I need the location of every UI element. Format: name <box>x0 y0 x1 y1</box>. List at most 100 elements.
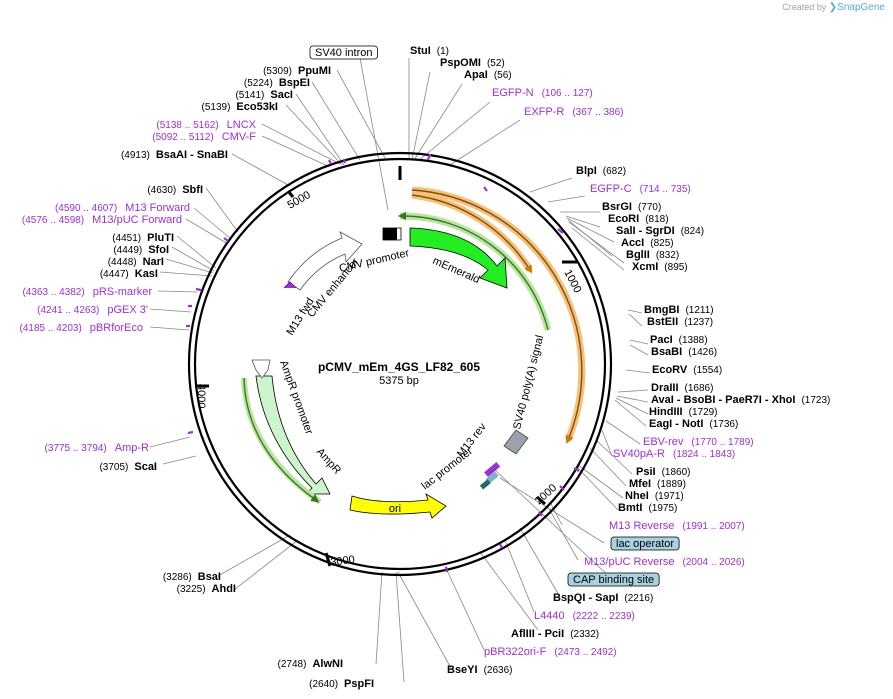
site-sbfi-pos: (4630) <box>147 185 176 196</box>
site-acci-pos: (825) <box>650 238 673 249</box>
site-nhei-pos: (1971) <box>655 491 684 502</box>
lac-promoter-label: lac promoter <box>419 445 475 492</box>
site-mfei: MfeI <box>629 478 651 490</box>
site-sbfi: SbfI <box>182 184 203 196</box>
plasmid-name: pCMV_mEm_4GS_LF82_605 <box>318 360 480 374</box>
site-saci-pos: (5141) <box>235 90 264 101</box>
site-egfp-c-pos: (714 .. 735) <box>640 184 691 195</box>
ori-label: ori <box>389 503 401 515</box>
site-pluti-pos: (4451) <box>112 233 141 244</box>
site-ecori: EcoRI <box>608 213 639 225</box>
site-lncx: LNCX <box>227 119 257 131</box>
site-bspqi-sapi-pos: (2216) <box>624 593 653 604</box>
site-hindiii: HindIII <box>649 406 683 418</box>
credit-brand: SnapGene <box>837 2 885 13</box>
site-egfp-c: EGFP-C <box>590 183 632 195</box>
site-bsaai-snabi: BsaAI - SnaBI <box>156 149 228 161</box>
site-bmti: BmtI <box>618 502 642 514</box>
site-bsaai-snabi-pos: (4913) <box>121 150 150 161</box>
site-nari: NarI <box>143 256 164 268</box>
site-alwni-pos: (2748) <box>278 659 307 670</box>
mEmerald-arrow[interactable] <box>409 227 508 289</box>
site-amp-r-pos: (3775 .. 3794) <box>45 443 107 454</box>
site-draiii: DraIII <box>651 382 679 394</box>
snapgene-logo-icon: ❯ <box>828 2 838 13</box>
site-l4440: L4440 <box>534 610 565 622</box>
site-apai-pos: (56) <box>494 70 512 81</box>
site-cmv-f: CMV-F <box>222 131 257 143</box>
site-bspei: BspEI <box>279 77 310 89</box>
m13-fwd-arrow <box>283 281 297 289</box>
site-bsrgi: BsrGI <box>602 201 632 213</box>
site-pgex-3-pos: (4241 .. 4263) <box>37 305 99 316</box>
site-bsai-pos: (3286) <box>163 572 192 583</box>
site-pbrforeco: pBRforEco <box>90 322 143 334</box>
site-ecorv-pos: (1554) <box>693 365 722 376</box>
site-bsteii-pos: (1237) <box>684 317 713 328</box>
site-bseyi-pos: (2636) <box>484 665 513 676</box>
site-bglii: BglII <box>626 249 650 261</box>
site-sv40pa-r-pos: (1824 .. 1843) <box>673 449 735 460</box>
site-ppumi-pos: (5309) <box>263 66 292 77</box>
tick-2000: 2000 <box>533 482 559 507</box>
site-stui: StuI <box>410 45 431 57</box>
site-pluti: PluTI <box>147 232 174 244</box>
site-afliii-pcii: AflIII - PciI <box>511 628 564 640</box>
site-eco53ki-pos: (5139) <box>202 102 231 113</box>
site-bsteii: BstEII <box>647 316 678 328</box>
site-l4440-pos: (2222 .. 2239) <box>573 611 635 622</box>
site-bsabi-pos: (1426) <box>688 347 717 358</box>
cap-binding-site-box <box>567 572 660 587</box>
site-ppumi: PpuMI <box>298 65 331 77</box>
site-pspfi: PspFI <box>344 678 374 690</box>
site-m13-reverse: M13 Reverse <box>609 520 674 532</box>
sv40-polya-shape[interactable] <box>503 429 529 455</box>
site-ebv-rev-pos: (1770 .. 1789) <box>691 437 753 448</box>
credit-text: Created by <box>782 2 827 12</box>
site-prs-marker: pRS-marker <box>93 286 153 298</box>
site-mfei-pos: (1889) <box>657 479 686 490</box>
site-bmgbi: BmgBI <box>644 304 679 316</box>
ampr-promoter-arrow[interactable] <box>251 359 271 379</box>
site-pspfi-pos: (2640) <box>309 679 338 690</box>
site-sali-sgrdi-pos: (824) <box>681 226 704 237</box>
scale-ticks <box>195 166 577 567</box>
site-bmgbi-pos: (1211) <box>685 305 713 316</box>
site-pspomi: PspOMI <box>440 57 481 69</box>
site-xcmi: XcmI <box>632 261 658 273</box>
site-apai: ApaI <box>464 69 488 81</box>
site-ebv-rev: EBV-rev <box>643 436 684 448</box>
ampr-promoter-label: AmpR promoter <box>277 359 315 436</box>
site-m13-puc-forward-pos: (4576 .. 4598) <box>22 215 84 226</box>
site-bsai: BsaI <box>198 571 221 583</box>
site-afliii-pcii-pos: (2332) <box>570 629 599 640</box>
site-bsrgi-pos: (770) <box>638 202 661 213</box>
site-ecorv: EcoRV <box>652 364 688 376</box>
site-pbrforeco-pos: (4185 .. 4203) <box>20 323 82 334</box>
site-bspqi-sapi: BspQI - SapI <box>553 592 618 604</box>
sv40-polya-label: SV40 poly(A) signal <box>511 334 546 431</box>
plasmid-size: 5375 bp <box>379 375 419 387</box>
site-m13-puc-reverse: M13/pUC Reverse <box>584 556 674 568</box>
site-bspei-pos: (5224) <box>244 78 273 89</box>
site-scai: ScaI <box>134 461 157 473</box>
site-egfp-n-pos: (106 .. 127) <box>542 88 593 99</box>
tick-4000: 4000 <box>195 384 207 408</box>
primer-marks <box>186 153 580 573</box>
ori-arrow[interactable] <box>349 493 447 519</box>
site-avai-bsobi-paer7i-xhoi: AvaI - BsoBI - PaeR7I - XhoI <box>651 394 795 406</box>
ampr-arrow[interactable] <box>255 375 331 495</box>
site-prs-marker-pos: (4363 .. 4382) <box>22 287 84 298</box>
site-sfoi-pos: (4449) <box>113 245 142 256</box>
site-scai-pos: (3705) <box>99 462 128 473</box>
site-eagi-noti: EagI - NotI <box>649 418 703 430</box>
site-avai-bsobi-paer7i-xhoi-pos: (1723) <box>801 395 830 406</box>
site-m13-reverse-pos: (1991 .. 2007) <box>682 521 744 532</box>
site-pspomi-pos: (52) <box>487 58 505 69</box>
lac-region-marks <box>479 462 501 490</box>
lac-operator-box <box>610 536 680 551</box>
snapgene-credit: Created by ❯SnapGene <box>782 2 885 13</box>
cmv-enhancer-arrow[interactable] <box>287 231 363 291</box>
site-sfoi: SfoI <box>148 244 169 256</box>
